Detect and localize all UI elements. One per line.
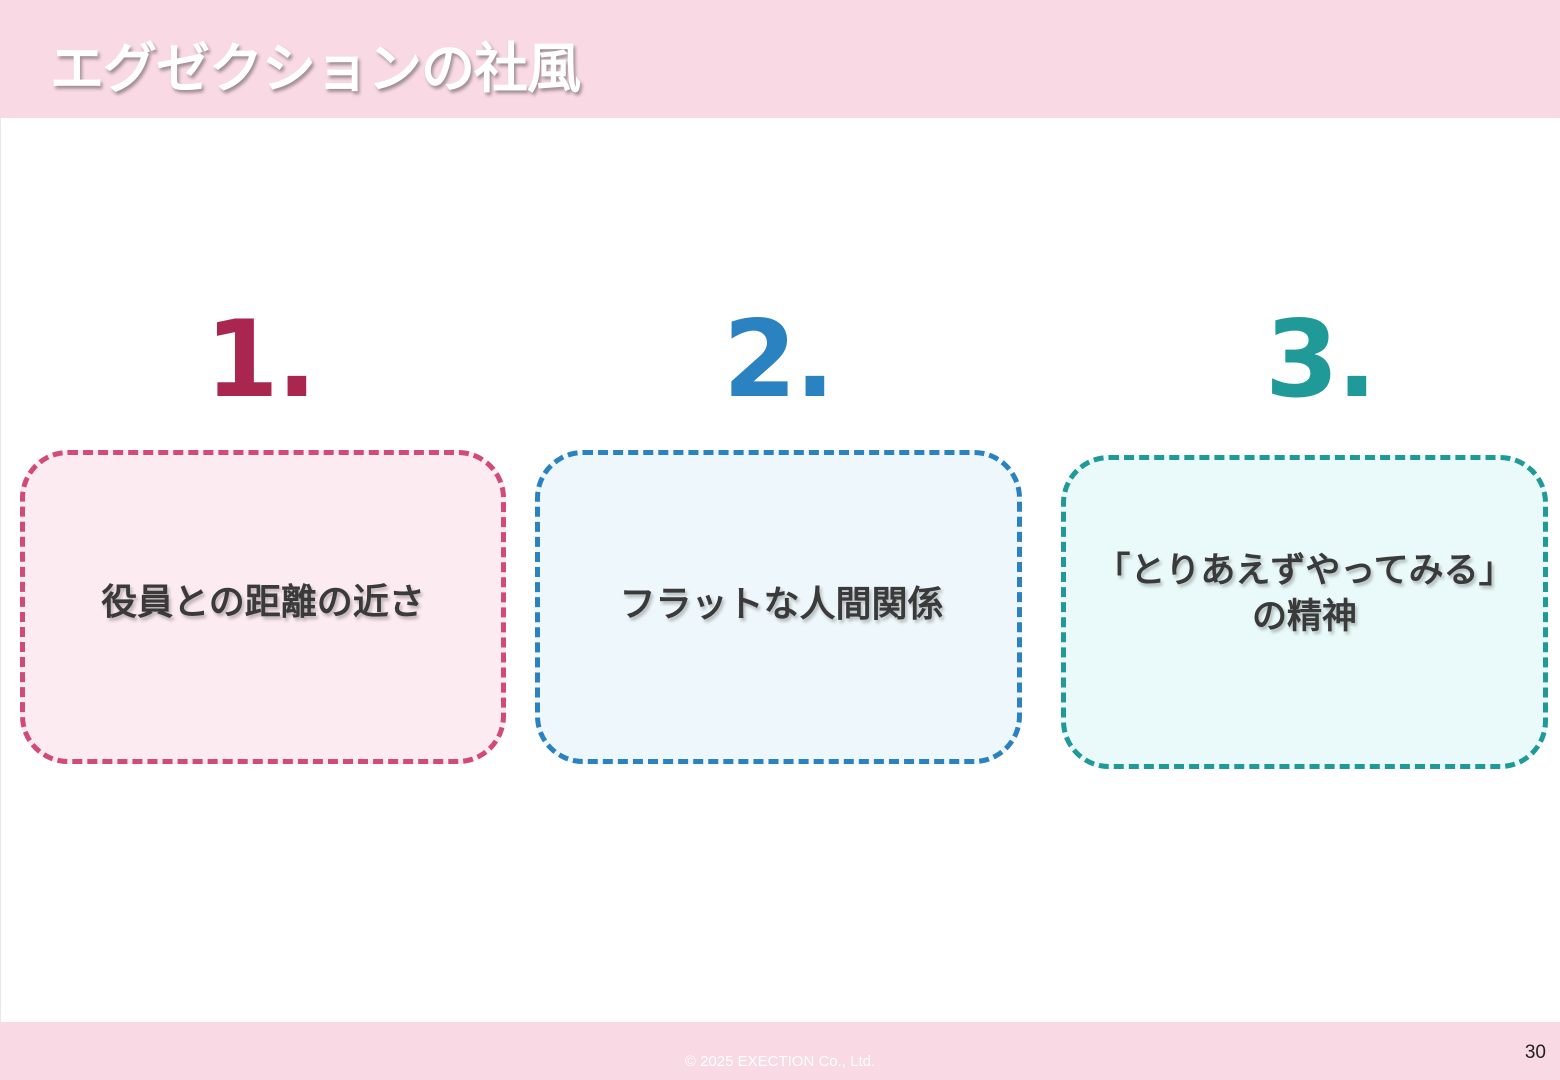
culture-card-2-text: フラットな人間関係	[619, 582, 943, 628]
item-number-1: 1.	[204, 298, 317, 421]
culture-card-3: 「とりあえずやってみる」 の精神	[1061, 455, 1548, 769]
slide-title: エグゼクションの社風	[50, 37, 581, 100]
item-number-2: 2.	[722, 298, 835, 421]
culture-card-3-line-2: の精神	[1251, 597, 1357, 637]
copyright-text: © 2025 EXECTION Co., Ltd.	[684, 1053, 876, 1070]
footer-bar	[0, 1022, 1560, 1080]
culture-card-2-line-1: フラットな人間関係	[619, 584, 944, 625]
left-edge-line	[0, 118, 1, 1022]
culture-card-1-text: 役員との距離の近さ	[101, 580, 425, 626]
culture-card-2: フラットな人間関係	[535, 450, 1022, 764]
item-number-3: 3.	[1264, 298, 1377, 421]
page-number: 30	[1524, 1042, 1546, 1063]
culture-card-1: 役員との距離の近さ	[20, 450, 506, 764]
header-bar	[0, 0, 1560, 118]
culture-card-1-line-1: 役員との距離の近さ	[101, 582, 425, 623]
culture-card-3-line-1: 「とりあえずやってみる」	[1095, 551, 1514, 591]
culture-card-3-text: 「とりあえずやってみる」 の精神	[1095, 548, 1513, 640]
